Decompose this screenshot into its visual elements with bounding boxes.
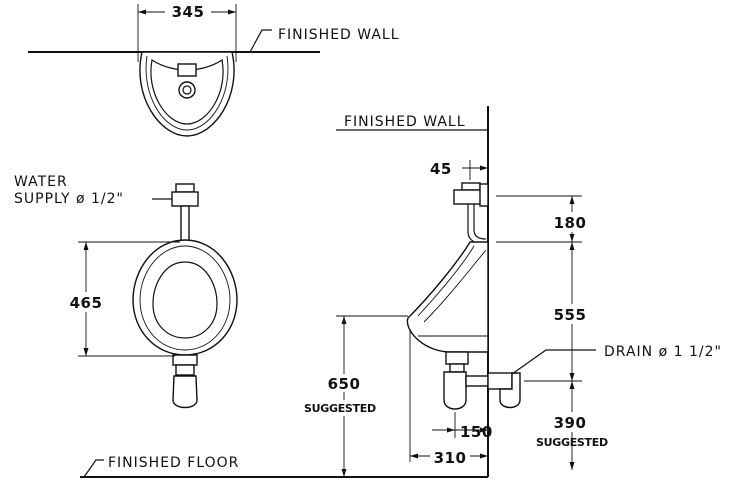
front-height-value: 465 — [70, 294, 103, 312]
side-valve-handle — [479, 183, 489, 207]
side-bowl-inner-2 — [417, 245, 475, 317]
front-valve-body — [171, 191, 199, 207]
finished-floor-label: FINISHED FLOOR — [108, 455, 239, 471]
dim650-arrow-bottom — [341, 469, 347, 477]
side-trap-body — [443, 371, 467, 410]
dim555-arrow-bottom — [569, 373, 575, 381]
front-valve-top — [175, 183, 195, 193]
front-trap-body — [172, 375, 198, 409]
dim310-arrow-right — [480, 453, 488, 459]
dim180-arrow-bottom — [569, 234, 575, 242]
top-view-valve — [177, 63, 197, 77]
side-bowl-inner — [423, 249, 487, 323]
drain-pipe-elbow — [499, 372, 521, 409]
dim390-arrow-bottom — [569, 462, 575, 470]
side-trap-top — [445, 351, 469, 365]
drain-leader — [511, 349, 596, 375]
finished-wall-side-label: FINISHED WALL — [344, 114, 466, 130]
dim650-note: SUGGESTED — [304, 402, 376, 415]
water-supply-label-line1: WATER — [14, 174, 68, 190]
front-trap-neck — [175, 364, 195, 376]
top-view-wall-leader — [249, 29, 272, 53]
finished-wall-top-label: FINISHED WALL — [278, 27, 400, 43]
drain-label: DRAIN ø 1 1/2" — [604, 344, 722, 360]
water-supply-label-line2: SUPPLY ø 1/2" — [14, 191, 124, 207]
dim150-arrow-left — [447, 427, 455, 433]
front-trap-top — [172, 354, 198, 366]
side-pipe-2 — [473, 204, 487, 240]
front-bowl-opening — [152, 261, 218, 339]
top-width-value: 345 — [172, 3, 205, 21]
front-height-arrow-bottom — [83, 348, 89, 356]
top-width-arrow-left — [138, 9, 146, 15]
front-bowl-rim — [139, 245, 231, 351]
top-view-bowl-rim — [145, 55, 229, 131]
dim45-value: 45 — [430, 160, 452, 178]
dim45-arrow — [480, 165, 488, 171]
side-trap-neck — [449, 363, 465, 373]
dim390-value: 390 — [554, 414, 587, 432]
dim555-value: 555 — [554, 306, 587, 324]
side-view: FINISHED WALL FINISHED FLOOR 45 DRAIN ø — [80, 106, 722, 478]
dim180-value: 180 — [554, 214, 587, 232]
top-view-drain-outer — [178, 81, 196, 99]
dim180-arrow-top — [569, 196, 575, 204]
dim650-value: 650 — [328, 375, 361, 393]
side-pipe — [467, 204, 486, 245]
dim555-arrow-top — [569, 242, 575, 250]
side-bowl-outer — [406, 241, 489, 353]
dim390-arrow-top — [569, 381, 575, 389]
front-height-arrow-top — [83, 242, 89, 250]
top-view: FINISHED WALL 345 — [28, 2, 400, 137]
floor-label-leader — [83, 459, 104, 478]
drain-pipe-horizontal — [487, 372, 513, 390]
front-view: WATER SUPPLY ø 1/2" 465 — [14, 174, 238, 409]
side-valve-top — [461, 182, 481, 191]
dim650-arrow-top — [341, 316, 347, 324]
dim390-note: SUGGESTED — [536, 436, 608, 449]
side-trap-outlet — [465, 375, 489, 387]
dim150-value: 150 — [460, 423, 493, 441]
dim310-value: 310 — [434, 449, 467, 467]
dim150-arrow-right — [480, 427, 488, 433]
top-view-drain-inner — [182, 85, 192, 95]
dim310-arrow-left — [410, 453, 418, 459]
top-width-arrow-right — [228, 9, 236, 15]
